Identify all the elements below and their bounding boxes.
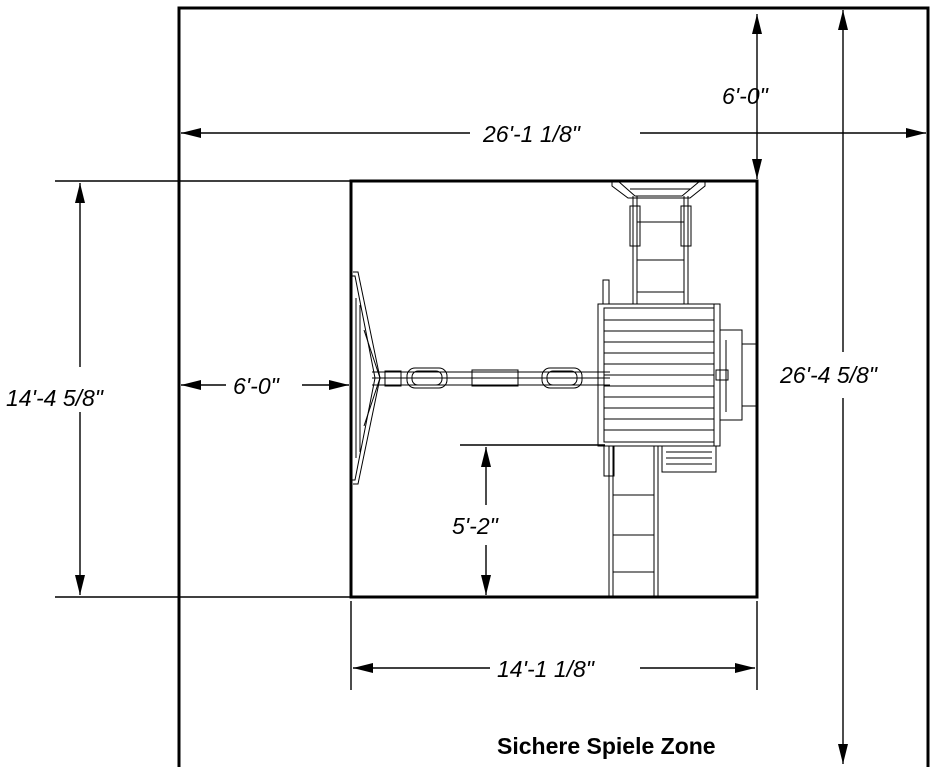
top-clearance-label: 6'-0" — [722, 83, 770, 109]
top-ladder — [629, 196, 692, 304]
safety-zone-boundary — [177, 6, 930, 767]
step-unit — [661, 445, 717, 473]
deck — [597, 279, 721, 447]
safety-zone-label: Sichere Spiele Zone — [497, 733, 716, 759]
extension-lines — [55, 180, 758, 690]
playset-structure — [350, 180, 759, 597]
set-depth-label: 14'-4 5/8" — [6, 385, 105, 411]
dimension-labels: 6'-0" 26'-1 1/8" 26'-4 5/8" 14'-4 5/8" 6… — [6, 83, 879, 682]
overall-depth-label: 26'-4 5/8" — [779, 362, 879, 388]
left-clearance-label: 6'-0" — [233, 373, 281, 399]
side-panel — [715, 329, 759, 421]
playset-footprint — [349, 179, 759, 599]
roof-canopy — [611, 180, 706, 199]
slide-offset-label: 5'-2" — [452, 513, 500, 539]
dimension-lines — [75, 10, 926, 764]
overall-width-label: 26'-1 1/8" — [482, 121, 582, 147]
set-width-label: 14'-1 1/8" — [497, 656, 596, 682]
swing-beam — [372, 367, 610, 389]
slide — [603, 445, 659, 597]
